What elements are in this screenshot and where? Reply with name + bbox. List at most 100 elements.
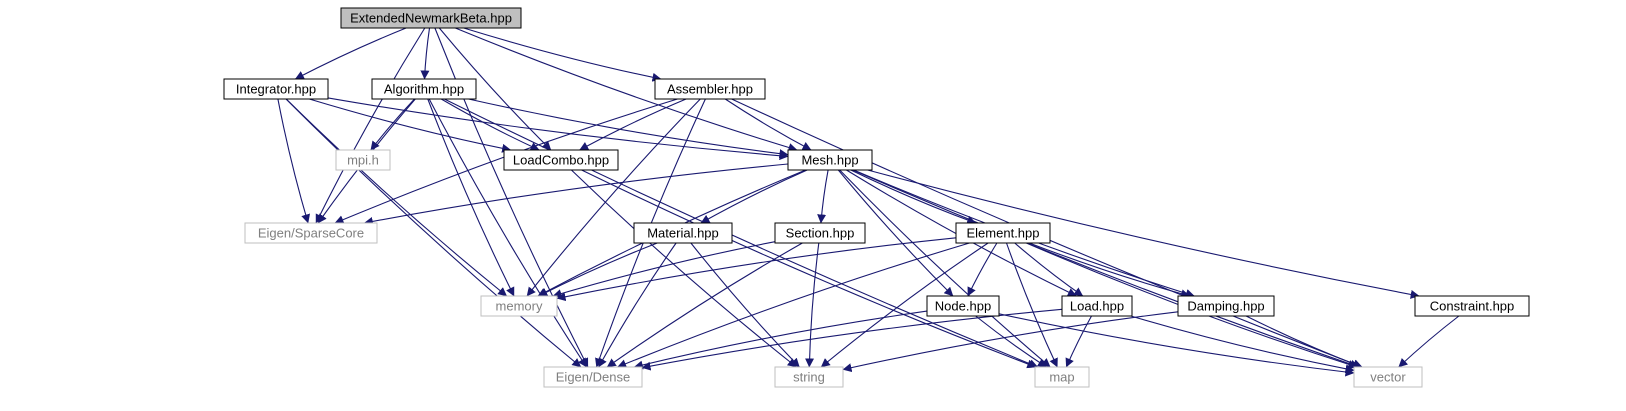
node-element-label: Element.hpp [967, 225, 1040, 240]
edge-material-to-string [690, 242, 800, 368]
node-assembler-label: Assembler.hpp [667, 81, 753, 96]
edge-algorithm-to-dense [428, 98, 587, 368]
edge-element-to-node [967, 242, 998, 297]
node-load-label: Load.hpp [1070, 298, 1124, 313]
node-assembler-box [654, 78, 766, 100]
edge-extendednewmarkbeta-to-integrator [294, 27, 407, 80]
edge-algorithm-to-memory [427, 98, 515, 297]
node-vector-box [1353, 366, 1423, 388]
edge-damping-to-string [842, 311, 1179, 373]
node-string: string [774, 366, 844, 388]
node-string-box [774, 366, 844, 388]
node-integrator-label: Integrator.hpp [236, 81, 316, 96]
node-extendednewmarkbeta-box [340, 7, 522, 29]
edge-element-to-map [1005, 242, 1058, 368]
edge-element-to-memory [556, 237, 957, 302]
edge-element-to-load [1014, 242, 1084, 297]
edge-assembler-to-memory [526, 98, 701, 297]
node-mesh[interactable]: Mesh.hpp [787, 149, 873, 171]
node-node[interactable]: Node.hpp [926, 295, 1000, 317]
edge-mesh-to-vector [852, 169, 1360, 369]
node-constraint[interactable]: Constraint.hpp [1414, 295, 1530, 317]
edge-material-to-dense [598, 242, 677, 368]
node-mpi: mpi.h [335, 149, 391, 171]
edge-mesh-to-constraint [867, 169, 1420, 299]
node-load-box [1061, 295, 1133, 317]
edge-mesh-to-map [839, 169, 1051, 368]
node-damping[interactable]: Damping.hpp [1177, 295, 1275, 317]
node-extendednewmarkbeta-label: ExtendedNewmarkBeta.hpp [350, 10, 512, 25]
node-load[interactable]: Load.hpp [1061, 295, 1133, 317]
node-mpi-label: mpi.h [347, 152, 379, 167]
node-mpi-box [335, 149, 391, 171]
node-element-box [955, 222, 1051, 244]
node-map-box [1034, 366, 1090, 388]
node-mesh-box [787, 149, 873, 171]
node-constraint-box [1414, 295, 1530, 317]
edge-extendednewmarkbeta-to-algorithm [420, 27, 431, 80]
node-loadcombo-box [503, 149, 619, 171]
node-section[interactable]: Section.hpp [774, 222, 866, 244]
edge-constraint-to-vector [1398, 315, 1460, 368]
node-memory-box [480, 295, 558, 317]
node-memory: memory [480, 295, 558, 317]
node-vector-label: vector [1370, 369, 1406, 384]
edge-integrator-to-loadcombo [309, 98, 512, 153]
node-algorithm-box [371, 78, 477, 100]
edge-loadcombo-to-map [581, 169, 1037, 369]
node-vector: vector [1353, 366, 1423, 388]
edge-extendednewmarkbeta-to-assembler [463, 27, 662, 82]
node-memory-label: memory [496, 298, 543, 313]
edge-extendednewmarkbeta-to-dense [434, 27, 589, 368]
node-section-box [774, 222, 866, 244]
edge-element-to-string [820, 242, 989, 368]
edge-loadcombo-to-string [571, 169, 797, 368]
node-material-box [633, 222, 733, 244]
edge-integrator-to-dense [285, 98, 582, 368]
edge-assembler-to-mesh [724, 98, 812, 151]
edge-assembler-to-loadcombo [579, 98, 687, 151]
node-loadcombo-label: LoadCombo.hpp [513, 152, 609, 167]
node-algorithm[interactable]: Algorithm.hpp [371, 78, 477, 100]
node-dense-label: Eigen/Dense [556, 369, 630, 384]
node-integrator[interactable]: Integrator.hpp [223, 78, 329, 100]
node-damping-box [1177, 295, 1275, 317]
edge-algorithm-to-mesh [468, 98, 789, 159]
node-extendednewmarkbeta[interactable]: ExtendedNewmarkBeta.hpp [340, 7, 522, 29]
edge-extendednewmarkbeta-to-mesh [455, 27, 798, 152]
node-dense-box [543, 366, 643, 388]
edge-section-to-dense [606, 242, 803, 368]
edge-mesh-to-sparsecore [363, 163, 789, 226]
edge-material-to-memory [538, 242, 658, 297]
edge-mesh-to-section [817, 169, 829, 224]
edge-element-to-damping [1029, 242, 1191, 299]
edge-node-to-vector [998, 313, 1355, 377]
node-mesh-label: Mesh.hpp [801, 152, 858, 167]
node-node-box [926, 295, 1000, 317]
node-section-label: Section.hpp [786, 225, 855, 240]
edge-algorithm-to-loadcombo [440, 98, 540, 151]
edge-integrator-to-sparsecore [277, 98, 310, 224]
node-material-label: Material.hpp [647, 225, 719, 240]
edge-load-to-dense [641, 308, 1063, 371]
edge-algorithm-to-mpi [370, 98, 415, 151]
edge-mesh-to-material [700, 169, 808, 224]
edge-integrator-to-mesh [327, 97, 789, 161]
node-sparsecore-label: Eigen/SparseCore [258, 225, 364, 240]
edge-load-to-map [1065, 315, 1092, 368]
edge-extendednewmarkbeta-to-sparsecore [315, 27, 426, 224]
node-map-label: map [1049, 369, 1074, 384]
node-dense: Eigen/Dense [543, 366, 643, 388]
node-material[interactable]: Material.hpp [633, 222, 733, 244]
node-integrator-box [223, 78, 329, 100]
edge-node-to-map [975, 315, 1047, 368]
node-sparsecore: Eigen/SparseCore [244, 222, 378, 244]
edge-section-to-memory [552, 241, 776, 298]
node-node-label: Node.hpp [935, 298, 991, 313]
edge-load-to-vector [1130, 315, 1355, 374]
node-assembler[interactable]: Assembler.hpp [654, 78, 766, 100]
node-element[interactable]: Element.hpp [955, 222, 1051, 244]
edge-extendednewmarkbeta-to-loadcombo [438, 27, 552, 151]
edge-mesh-to-node [837, 169, 954, 297]
node-loadcombo[interactable]: LoadCombo.hpp [503, 149, 619, 171]
